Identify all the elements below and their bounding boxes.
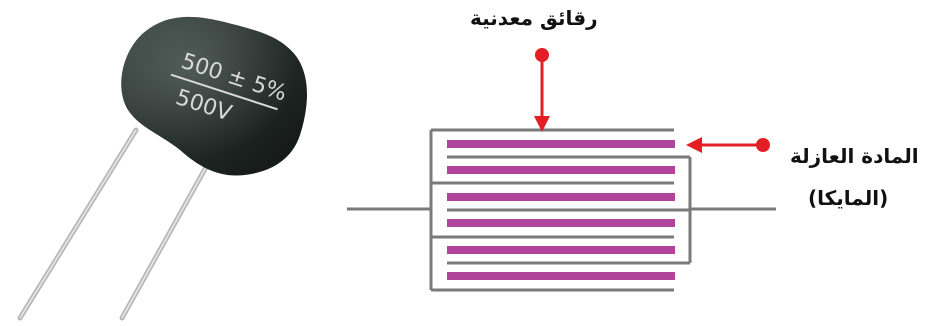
foil-plate: [447, 140, 675, 148]
arrow-metal-plates: [534, 48, 550, 132]
dielectric-sub-label: (المايكا): [808, 186, 889, 210]
metal-plates-label: رقائق معدنية: [470, 6, 598, 30]
foil-plate: [447, 219, 675, 227]
capacitor-structure-diagram: [347, 48, 776, 292]
foil-plate: [447, 246, 675, 254]
foil-plate: [447, 193, 675, 201]
capacitor-photo: 500 ± 5% 500V: [17, 16, 307, 321]
marking-divider: [170, 73, 278, 111]
foil-plate: [447, 272, 675, 280]
foil-plate: [447, 166, 675, 174]
foil-plates: [447, 140, 675, 280]
left-electrode: [429, 128, 674, 292]
right-electrode: [447, 155, 692, 265]
arrow-dielectric: [686, 137, 770, 153]
dielectric-label: المادة العازلة: [790, 144, 919, 168]
